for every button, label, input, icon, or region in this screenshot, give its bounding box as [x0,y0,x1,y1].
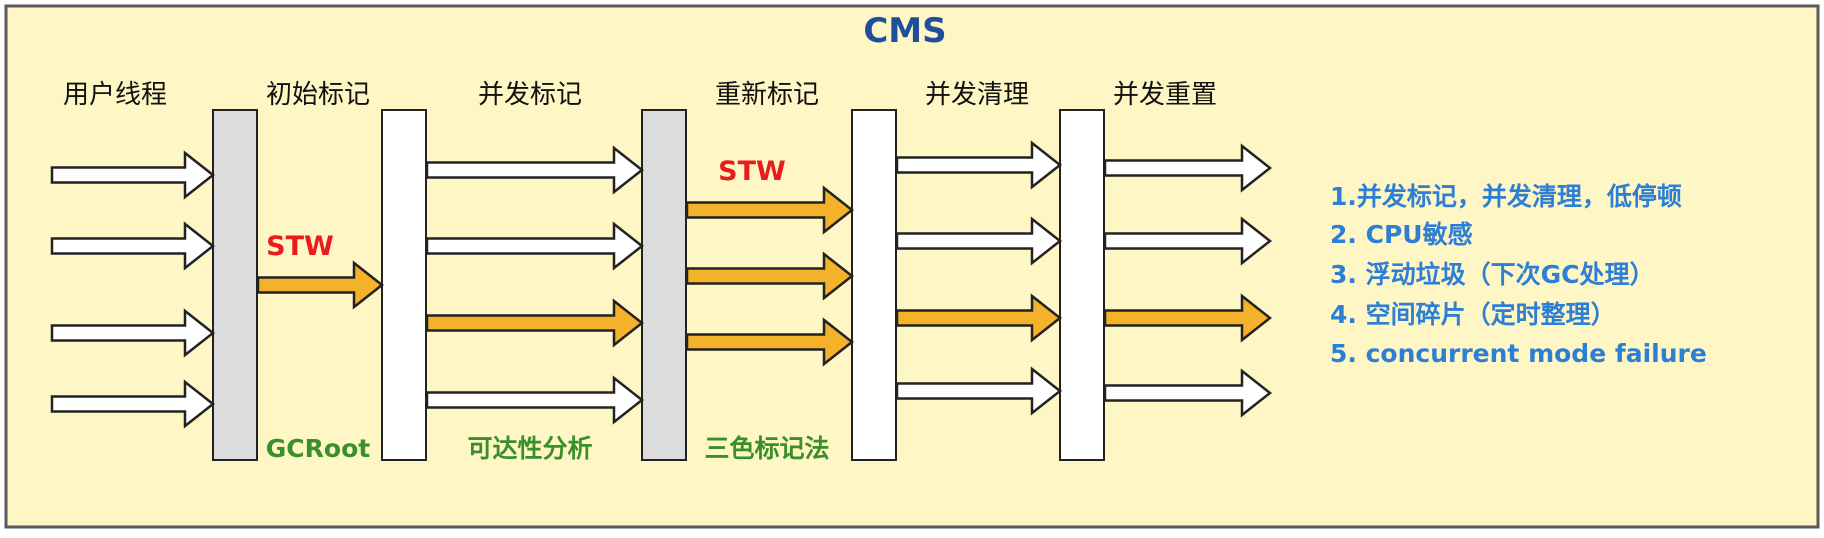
concurrent-mark-bar [381,109,427,461]
user-thread-arrow-3 [50,308,216,358]
stw-label-remark: STW [718,156,786,187]
phase-label-initial-mark: 初始标记 [266,80,370,110]
concurrent-reset-arrow-2 [1103,216,1273,266]
concurrent-reset-arrow-1 [1103,143,1273,193]
concurrent-mark-arrow-4 [425,375,645,425]
concurrent-reset-bar [1059,109,1105,461]
concurrent-sweep-arrow-2 [895,216,1063,266]
cms-note-5: 5. concurrent mode failure [1330,339,1707,368]
thread-arrows [50,140,1273,429]
cms-note-3: 3. 浮动垃圾（下次GC处理） [1330,260,1654,289]
background-panel [4,4,1820,529]
stw-label-initial-mark: STW [266,231,334,262]
user-thread-arrow-4 [50,379,216,429]
remark-stw-arrow-1 [685,185,855,235]
diagram-title: CMS [863,11,946,51]
concurrent-sweep-bar [851,109,897,461]
concurrent-reset-arrow-3 [1103,293,1273,343]
concurrent-sweep-arrow-3 [895,293,1063,343]
phase-label-concurrent-sweep: 并发清理 [925,80,1029,110]
note-gcroot: GCRoot [266,434,370,463]
concurrent-sweep-arrow-1 [895,140,1063,190]
cms-note-4: 4. 空间碎片（定时整理） [1330,300,1616,329]
phase-label-user-thread: 用户线程 [63,80,167,110]
concurrent-mark-arrow-2 [425,221,645,271]
remark-stw-arrow-3 [685,317,855,367]
phase-label-concurrent-mark: 并发标记 [478,80,582,110]
note-reachability-analysis: 可达性分析 [467,434,592,463]
concurrent-sweep-arrow-4 [895,366,1063,416]
concurrent-mark-arrow-3 [425,298,645,348]
phase-label-remark: 重新标记 [715,80,819,110]
concurrent-mark-arrow-1 [425,145,645,195]
cms-note-2: 2. CPU敏感 [1330,220,1473,249]
phase-label-concurrent-reset: 并发重置 [1113,80,1217,110]
remark-bar [641,109,687,461]
user-thread-arrow-2 [50,221,216,271]
note-tri-color-marking: 三色标记法 [704,434,829,463]
initial-mark-bar [212,109,258,461]
concurrent-reset-arrow-4 [1103,368,1273,418]
cms-note-1: 1.并发标记，并发清理，低停顿 [1330,182,1682,211]
remark-stw-arrow-2 [685,251,855,301]
initial-mark-stw-arrow [256,260,385,310]
user-thread-arrow-1 [50,150,216,200]
